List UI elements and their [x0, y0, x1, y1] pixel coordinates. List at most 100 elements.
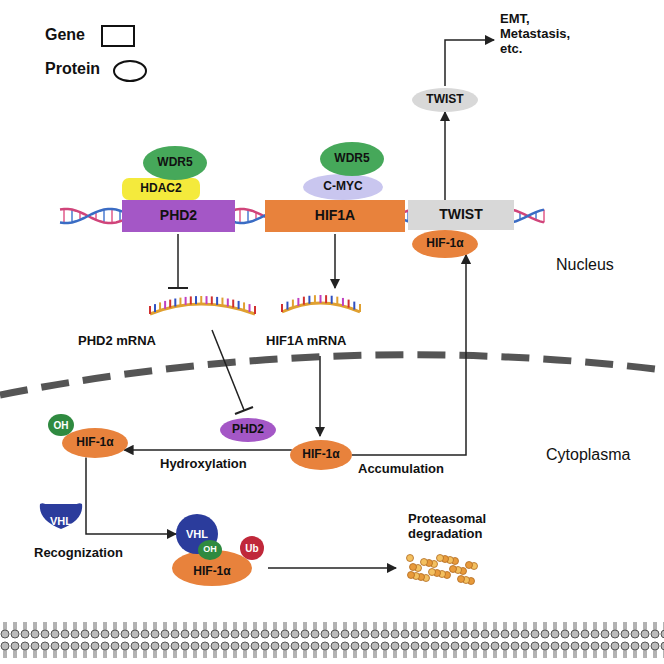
node-text: TWIST	[439, 207, 483, 222]
node-text: HIF1A	[315, 208, 355, 223]
annotation-label: EMT, Metastasis, etc.	[500, 12, 582, 57]
ubiquitin-mark: Ub	[240, 536, 264, 560]
arrow-line	[334, 234, 336, 288]
protein-ellipse: WDR5	[143, 146, 207, 180]
cell-membrane	[0, 622, 664, 662]
mrna-base	[292, 300, 294, 308]
mrna-base	[232, 300, 234, 308]
mrna-base	[325, 295, 327, 303]
fragment	[421, 559, 428, 566]
fragment	[408, 572, 415, 579]
node-text: PHD2	[232, 423, 264, 436]
connector-arrow	[352, 255, 466, 455]
mrna-base	[342, 298, 344, 306]
gene-box: TWIST	[408, 200, 514, 230]
mrna-base	[348, 300, 350, 308]
fragment	[437, 555, 444, 562]
arrow-line	[268, 567, 396, 569]
mrna-base	[353, 302, 355, 310]
mrna-base	[359, 304, 361, 312]
fragment	[429, 569, 436, 576]
mrna-base	[154, 304, 156, 312]
inhibition-line	[212, 330, 244, 410]
mrna-bases	[150, 295, 360, 314]
fragment	[407, 555, 414, 562]
nuclear-envelope	[0, 355, 664, 395]
inhibition-bar	[168, 287, 188, 289]
protein-ellipse: C-MYC	[303, 174, 383, 200]
legend-label: Protein	[45, 60, 100, 78]
arrow-line	[445, 40, 494, 86]
node-text: OH	[54, 420, 69, 431]
connector-arrow	[124, 449, 292, 451]
mrna-base	[331, 296, 333, 304]
edge-label: Accumulation	[358, 462, 444, 477]
protein-box: HDAC2	[122, 178, 200, 200]
connector-arrow	[444, 112, 446, 200]
mrna-base	[314, 295, 316, 303]
mrna-base	[206, 296, 208, 304]
inhibition-bar	[235, 407, 253, 414]
mrna-base	[286, 302, 288, 310]
mrna-base	[149, 306, 151, 314]
legend-label: Gene	[45, 26, 85, 44]
hydroxyl-mark: OH	[48, 414, 74, 436]
fragment	[458, 576, 465, 583]
mrna-base	[308, 296, 310, 304]
base-pair	[119, 211, 121, 222]
mrna-base	[221, 298, 223, 306]
fragment	[466, 562, 473, 569]
mrna-base	[227, 299, 229, 307]
fragment	[450, 566, 457, 573]
mrna-base	[185, 297, 187, 305]
arrow-line	[319, 356, 321, 436]
protein-ellipse: HIF-1α	[62, 428, 128, 458]
mrna-base	[179, 298, 181, 306]
mrna-base	[195, 296, 197, 304]
mrna-base	[281, 304, 283, 312]
edge-label: Hydroxylation	[160, 457, 247, 472]
node-text: HIF-1α	[426, 237, 463, 250]
hydroxyl-mark: OH	[198, 540, 222, 560]
node-text: HIF-1α	[76, 436, 113, 449]
node-text: Ub	[245, 543, 258, 554]
base-pair	[239, 209, 241, 223]
mrna-base	[238, 301, 240, 309]
mrna-base	[190, 296, 192, 304]
mrna-base	[200, 296, 202, 304]
vhl-crescent: VHL	[38, 500, 84, 530]
annotation-label: HIF1A mRNA	[266, 334, 346, 349]
mrna-base	[303, 297, 305, 305]
mrna-base	[216, 297, 218, 305]
base-pair	[111, 209, 113, 223]
mrna-base	[174, 299, 176, 307]
mrna-base	[254, 306, 256, 314]
base-pair	[543, 210, 545, 223]
mrna-base	[211, 296, 213, 304]
annotation-label: Nucleus	[556, 256, 614, 274]
gene-legend-sample	[102, 26, 134, 46]
annotation-label: Proteasomal degradation	[408, 512, 512, 542]
gene-box: PHD2	[122, 200, 235, 232]
mrna-base	[249, 304, 251, 312]
mrna-base	[320, 295, 322, 303]
base-pair	[247, 210, 249, 223]
protein-legend-sample	[114, 61, 146, 81]
node-text: C-MYC	[323, 180, 362, 193]
degraded-fragments	[407, 555, 478, 585]
node-text: TWIST	[426, 93, 463, 106]
node-text: WDR5	[157, 156, 192, 169]
base-pair	[103, 210, 105, 223]
annotation-label: PHD2 mRNA	[78, 334, 156, 349]
node-text: HIF-1α	[302, 448, 339, 461]
protein-ellipse: WDR5	[320, 142, 384, 176]
mrna-base	[159, 302, 161, 310]
node-text: WDR5	[334, 152, 369, 165]
node-text: VHL	[50, 515, 72, 527]
protein-ellipse: HIF-1α	[290, 440, 352, 470]
mrna-base	[169, 300, 171, 308]
node-text: PHD2	[160, 208, 197, 223]
